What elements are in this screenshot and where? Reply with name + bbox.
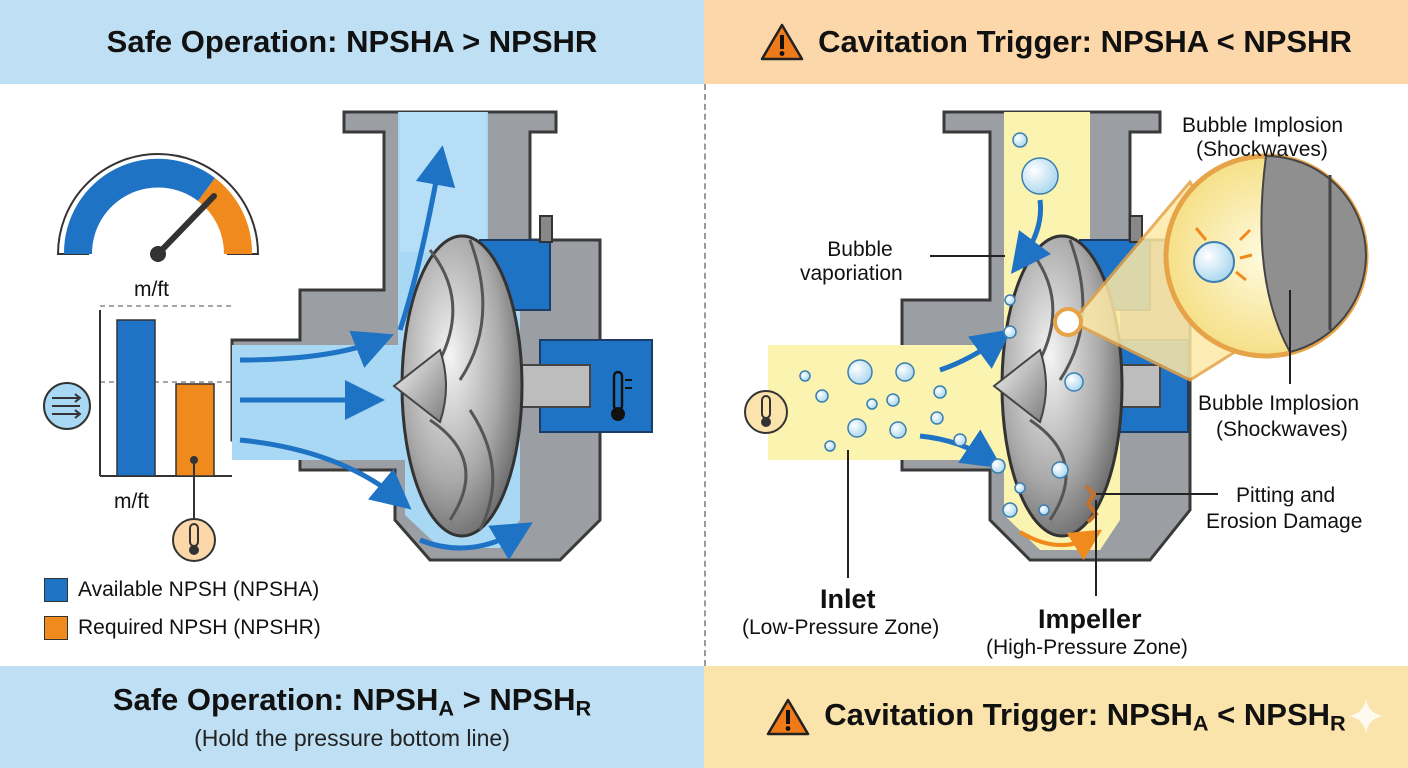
legend-available-swatch [44,578,68,602]
legend-available-label: Available NPSH (NPSHA) [78,578,320,601]
cavitation-footer-text-a: Cavitation Trigger: NPSH [824,697,1193,733]
legend-required-swatch [44,616,68,640]
safe-header-title: Safe Operation: NPSHA > NPSHR [106,24,598,59]
footer-warning-icon [767,698,810,736]
inlet-title: Inlet [820,584,876,614]
warning-icon [760,23,804,61]
legend-required-label: Required NPSH (NPSHR) [78,616,321,639]
cavitation-footer-title: Cavitation Trigger: NPSHA < NPSHR [824,697,1345,736]
implosion-top-line-2: (Shockwaves) [1196,138,1328,161]
thermometer-icon [611,370,632,421]
legend-available: Available NPSH (NPSHA) [44,578,319,602]
safe-footer-text-b: > NPSH [454,681,576,717]
pitting-line-2: Erosion Damage [1206,510,1363,533]
safe-footer-sub-a: A [438,695,455,721]
cavitation-footer-sub-r: R [1330,710,1346,736]
bar-unit-label: m/ft [114,490,149,513]
right-pump [768,110,1369,562]
leader-lines [847,255,1291,596]
cavitation-footer-text-b: < NPSH [1208,697,1331,733]
gauge-unit-label: m/ft [134,278,169,301]
bubble-vaporiation-label: Bubble [820,238,900,262]
implosion-top-line-1: Bubble Implosion [1182,114,1344,137]
safe-footer: Safe Operation: NPSHA > NPSHR (Hold the … [0,666,704,768]
impeller-title: Impeller [1038,604,1142,634]
cavitation-footer-sub-a: A [1192,710,1209,736]
safe-footer-sub-r: R [575,695,592,721]
left-pump [230,110,653,562]
impeller-subtitle: (High-Pressure Zone) [986,636,1188,659]
safe-footer-title: Safe Operation: NPSHA > NPSHR [113,682,591,721]
pump-illustration [43,110,1369,596]
panel-divider [704,84,706,666]
cavitation-header-title: Cavitation Trigger: NPSHA < NPSHR [818,24,1352,59]
implosion-mid-line-2: (Shockwaves) [1216,418,1348,441]
inlet-subtitle: (Low-Pressure Zone) [742,616,940,639]
legend-required: Required NPSH (NPSHR) [44,616,321,640]
pressure-gauge [56,153,260,262]
flow-meter-icon [43,382,91,430]
npsh-bar-chart [99,305,232,525]
vapor-bubbles [799,132,1084,518]
sparkle-icon [1348,698,1384,734]
safe-footer-text-a: Safe Operation: NPSH [112,681,439,717]
safe-header: Safe Operation: NPSHA > NPSHR [0,0,704,84]
temperature-badge-icon [172,518,216,562]
cavitation-header: Cavitation Trigger: NPSHA < NPSHR [704,0,1408,84]
right-temperature-badge-icon [744,390,788,434]
bar-available [116,319,156,477]
pitting-line-1: Pitting and [1236,484,1336,507]
cavitation-footer: Cavitation Trigger: NPSHA < NPSHR [704,666,1408,768]
implosion-mid-line-1: Bubble Implosion [1198,392,1360,415]
bubble-vaporiation-line-2: vaporiation [800,262,903,285]
bubble-vaporiation-line-1: Bubble [827,238,893,261]
safe-footer-note: (Hold the pressure bottom line) [194,725,510,752]
